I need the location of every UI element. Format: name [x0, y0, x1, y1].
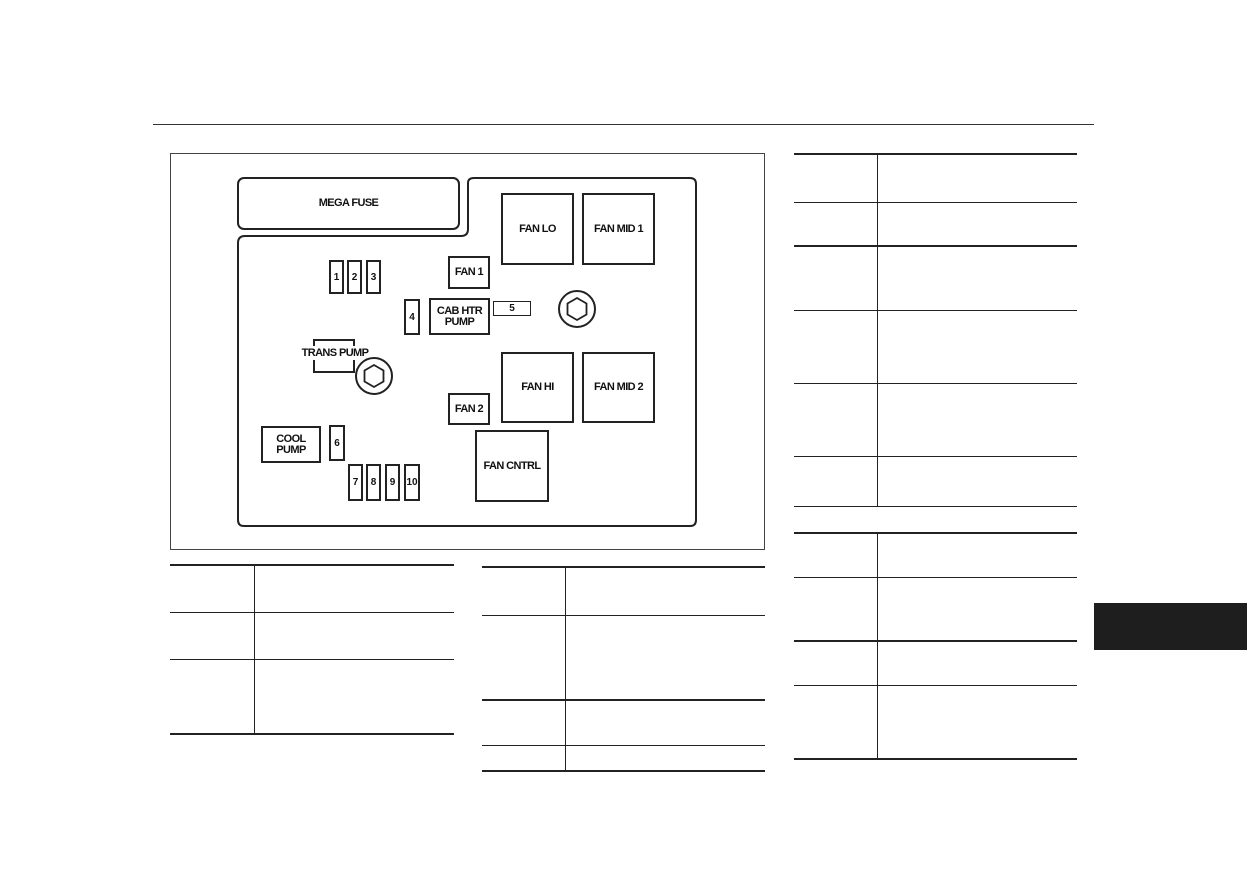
- trans-pump-outline: [313, 339, 355, 373]
- table-cell: [876, 640, 1077, 686]
- fuse-3: 3: [366, 260, 381, 294]
- fuse-4: 4: [404, 299, 420, 335]
- table-cell: [794, 382, 878, 457]
- table-cell: [564, 614, 765, 701]
- fuse-5: 5: [493, 301, 531, 316]
- cool-pump-relay: COOL PUMP: [261, 426, 321, 463]
- fuse-block-diagram-frame: [170, 153, 765, 550]
- table-cell: [794, 576, 878, 642]
- table-cell: [794, 153, 878, 203]
- table-cell: [876, 382, 1077, 457]
- table-cell: [876, 245, 1077, 311]
- table-cell: [794, 505, 1077, 534]
- table-cell: [170, 564, 255, 613]
- fuse-table-right: [794, 153, 1077, 760]
- fuse-6: 6: [329, 425, 345, 461]
- top-rule: [153, 124, 1094, 125]
- fuse-2: 2: [347, 260, 362, 294]
- fuse-table-left: [170, 564, 454, 735]
- table-cell: [482, 744, 566, 772]
- table-cell: [253, 658, 454, 735]
- table-cell: [794, 532, 878, 578]
- table-cell: [794, 455, 878, 507]
- table-cell: [876, 153, 1077, 203]
- hex-bolt-icon: [355, 357, 393, 395]
- table-cell: [170, 611, 255, 660]
- table-cell: [876, 201, 1077, 247]
- table-cell: [876, 684, 1077, 760]
- table-cell: [253, 611, 454, 660]
- fuse-table-middle: [482, 566, 765, 772]
- fan-cntrl-relay: FAN CNTRL: [475, 430, 549, 502]
- table-cell: [564, 566, 765, 616]
- table-cell: [564, 744, 765, 772]
- fan-lo-relay: FAN LO: [501, 193, 574, 265]
- trans-pump-label: TRANS PUMP: [296, 346, 374, 360]
- fan-mid-1-relay: FAN MID 1: [582, 193, 655, 265]
- fan-hi-relay: FAN HI: [501, 352, 574, 423]
- fuse-1: 1: [329, 260, 344, 294]
- fan-2-fuse: FAN 2: [448, 393, 490, 425]
- table-cell: [253, 564, 454, 613]
- table-cell: [170, 658, 255, 735]
- mega-fuse-label: MEGA FUSE: [318, 197, 379, 209]
- cab-htr-pump-relay: CAB HTR PUMP: [429, 298, 490, 335]
- table-cell: [482, 566, 566, 616]
- fan-1-fuse: FAN 1: [448, 256, 490, 289]
- table-cell: [564, 699, 765, 746]
- fuse-9: 9: [385, 464, 400, 501]
- section-tab: [1094, 603, 1247, 650]
- table-cell: [482, 699, 566, 746]
- table-cell: [794, 201, 878, 247]
- hex-bolt-icon: [558, 290, 596, 328]
- fuse-10: 10: [404, 464, 420, 501]
- table-cell: [794, 640, 878, 686]
- table-cell: [876, 576, 1077, 642]
- table-cell: [876, 455, 1077, 507]
- table-cell: [794, 245, 878, 311]
- table-cell: [794, 309, 878, 384]
- table-cell: [876, 309, 1077, 384]
- fan-mid-2-relay: FAN MID 2: [582, 352, 655, 423]
- fuse-7: 7: [348, 464, 363, 501]
- table-cell: [482, 614, 566, 701]
- table-cell: [876, 532, 1077, 578]
- table-cell: [794, 684, 878, 760]
- fuse-block-housing: [237, 177, 697, 527]
- fuse-8: 8: [366, 464, 381, 501]
